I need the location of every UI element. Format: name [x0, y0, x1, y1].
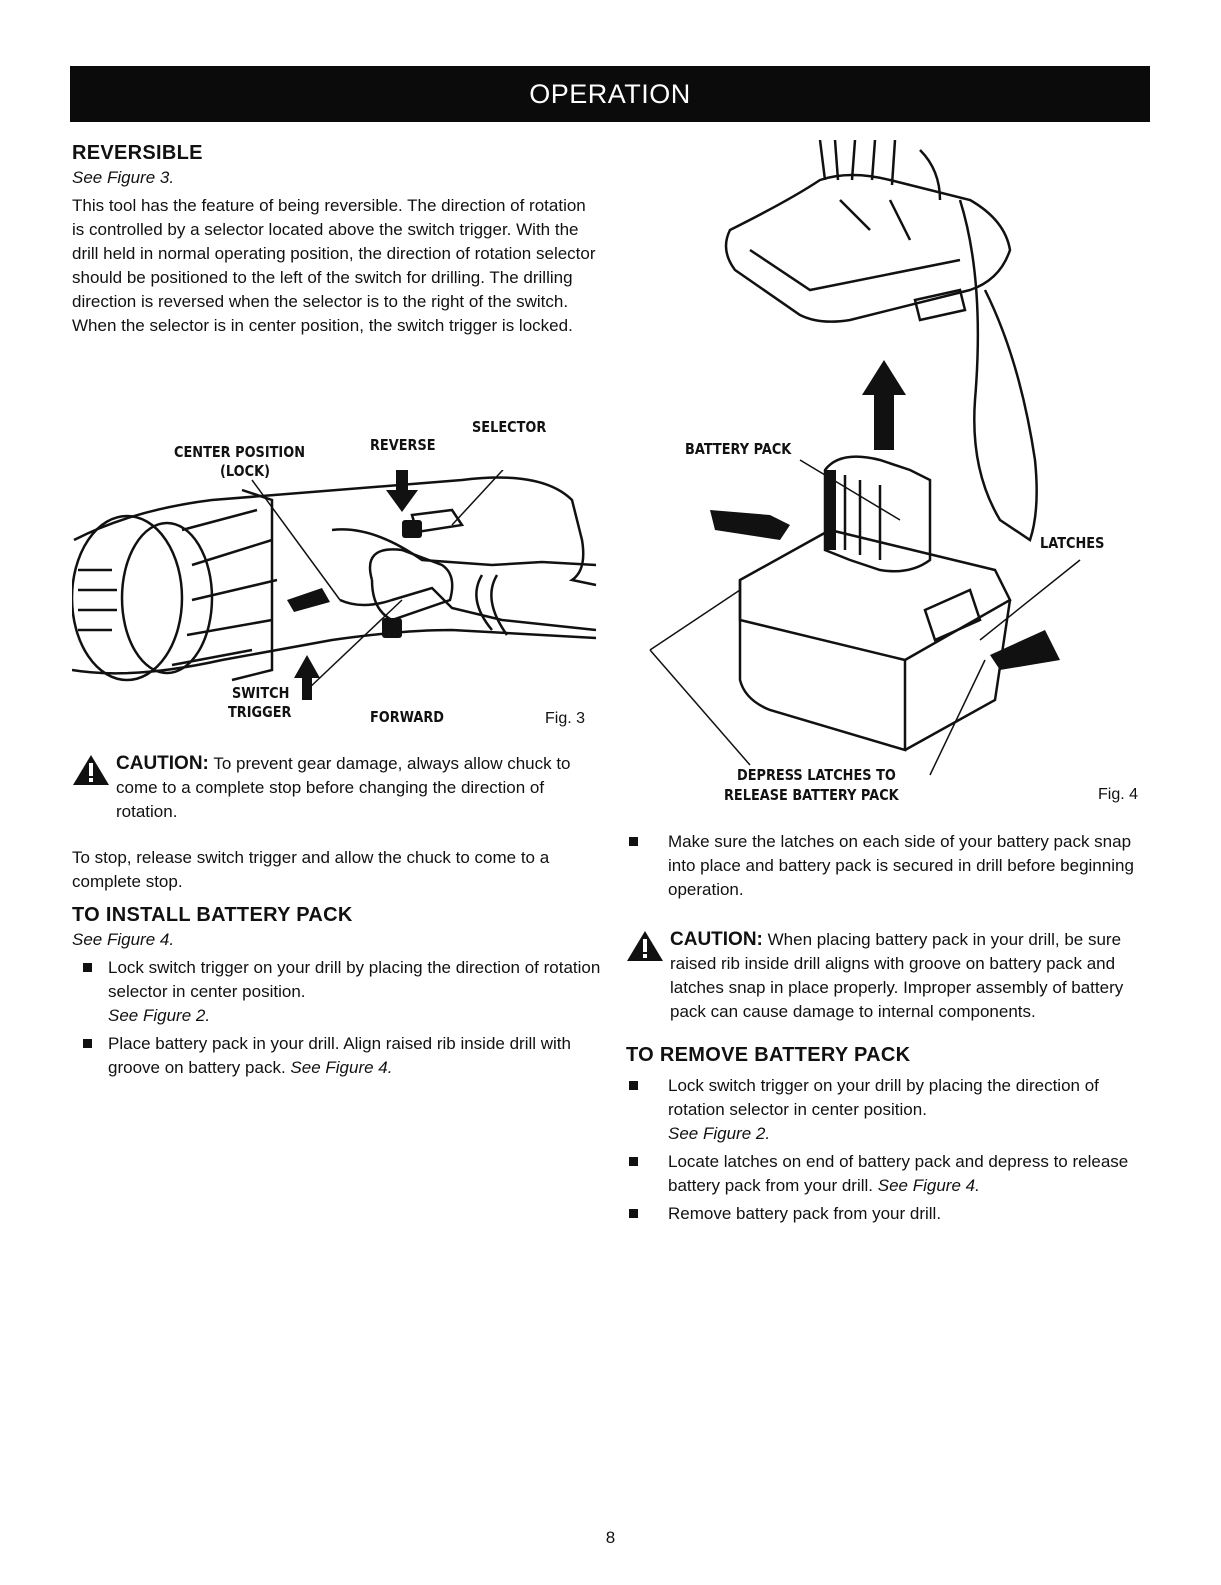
- fig3-callout-forward: FORWARD: [370, 708, 444, 726]
- fig3-callout-selector: SELECTOR: [472, 418, 547, 436]
- section-header-banner: OPERATION: [70, 66, 1150, 122]
- reversible-body: This tool has the feature of being rever…: [72, 196, 596, 335]
- install-step-ref: See Figure 2.: [108, 1006, 211, 1025]
- fig3-callout-center-position: CENTER POSITION: [174, 443, 305, 461]
- left-column: REVERSIBLE See Figure 3. This tool has t…: [72, 140, 602, 338]
- remove-step-text: Locate latches on end of battery pack an…: [668, 1152, 1129, 1195]
- reversible-heading: REVERSIBLE: [72, 142, 203, 164]
- install-see-figure: See Figure 4.: [72, 930, 175, 949]
- fig3-callout-trigger: TRIGGER: [228, 703, 292, 721]
- remove-step-text: Remove battery pack from your drill.: [668, 1204, 942, 1223]
- bullet-icon: [629, 837, 638, 846]
- remove-step-ref: See Figure 4.: [877, 1176, 980, 1195]
- remove-step-ref: See Figure 2.: [668, 1124, 771, 1143]
- remove-steps: Lock switch trigger on your drill by pla…: [626, 1074, 1146, 1226]
- caution-text: To prevent gear damage, always allow chu…: [116, 754, 571, 821]
- fig3-callout-reverse: REVERSE: [370, 436, 436, 454]
- install-step-ref: See Figure 4.: [290, 1058, 393, 1077]
- page-number: 8: [605, 1528, 616, 1547]
- install-step-text: Place battery pack in your drill. Align …: [108, 1034, 571, 1077]
- caution-heading: CAUTION:: [116, 753, 209, 774]
- list-item: Make sure the latches on each side of yo…: [626, 830, 1146, 902]
- fig3-callout-switch: SWITCH: [232, 684, 290, 702]
- bullet-icon: [629, 1081, 638, 1090]
- fig4-callout-battery-pack: BATTERY PACK: [685, 440, 792, 458]
- install-steps: Lock switch trigger on your drill by pla…: [72, 956, 602, 1080]
- warning-triangle-icon: [73, 755, 109, 785]
- reversible-see-figure: See Figure 3.: [72, 168, 175, 187]
- bullet-icon: [83, 963, 92, 972]
- bullet-icon: [83, 1039, 92, 1048]
- list-item: Locate latches on end of battery pack an…: [626, 1150, 1146, 1198]
- remove-heading: TO REMOVE BATTERY PACK: [626, 1044, 911, 1066]
- fig4-battery-illustration: [649, 140, 1081, 776]
- section-title: OPERATION: [529, 79, 691, 109]
- battery-secure-text: Make sure the latches on each side of yo…: [668, 832, 1134, 899]
- right-column: Make sure the latches on each side of yo…: [626, 830, 1146, 1226]
- caution-gear-damage: CAUTION: To prevent gear damage, always …: [72, 752, 602, 824]
- caution-heading: CAUTION:: [670, 929, 763, 950]
- battery-secure-note: Make sure the latches on each side of yo…: [626, 830, 1146, 902]
- list-item: Remove battery pack from your drill.: [626, 1202, 1146, 1226]
- bullet-icon: [629, 1209, 638, 1218]
- left-column-lower: CAUTION: To prevent gear damage, always …: [72, 752, 602, 1080]
- caution-battery-placement: CAUTION: When placing battery pack in yo…: [626, 928, 1146, 1024]
- list-item: Lock switch trigger on your drill by pla…: [626, 1074, 1146, 1146]
- list-item: Place battery pack in your drill. Align …: [72, 1032, 602, 1080]
- fig3-label: Fig. 3: [545, 710, 586, 727]
- remove-step-text: Lock switch trigger on your drill by pla…: [668, 1076, 1099, 1119]
- install-heading: TO INSTALL BATTERY PACK: [72, 904, 353, 926]
- fig4-callout-latches: LATCHES: [1040, 534, 1105, 552]
- list-item: Lock switch trigger on your drill by pla…: [72, 956, 602, 1028]
- fig3-drill-illustration: [72, 470, 597, 700]
- install-step-text: Lock switch trigger on your drill by pla…: [108, 958, 601, 1001]
- caution-text: When placing battery pack in your drill,…: [670, 930, 1124, 1021]
- stop-instructions: To stop, release switch trigger and allo…: [72, 848, 550, 891]
- fig3-callout-lock: (LOCK): [220, 462, 270, 480]
- fig4-callout-depress: DEPRESS LATCHES TO: [737, 766, 896, 784]
- bullet-icon: [629, 1157, 638, 1166]
- fig4-callout-release: RELEASE BATTERY PACK: [724, 786, 899, 804]
- fig4-label: Fig. 4: [1098, 786, 1139, 803]
- warning-triangle-icon: [627, 931, 663, 961]
